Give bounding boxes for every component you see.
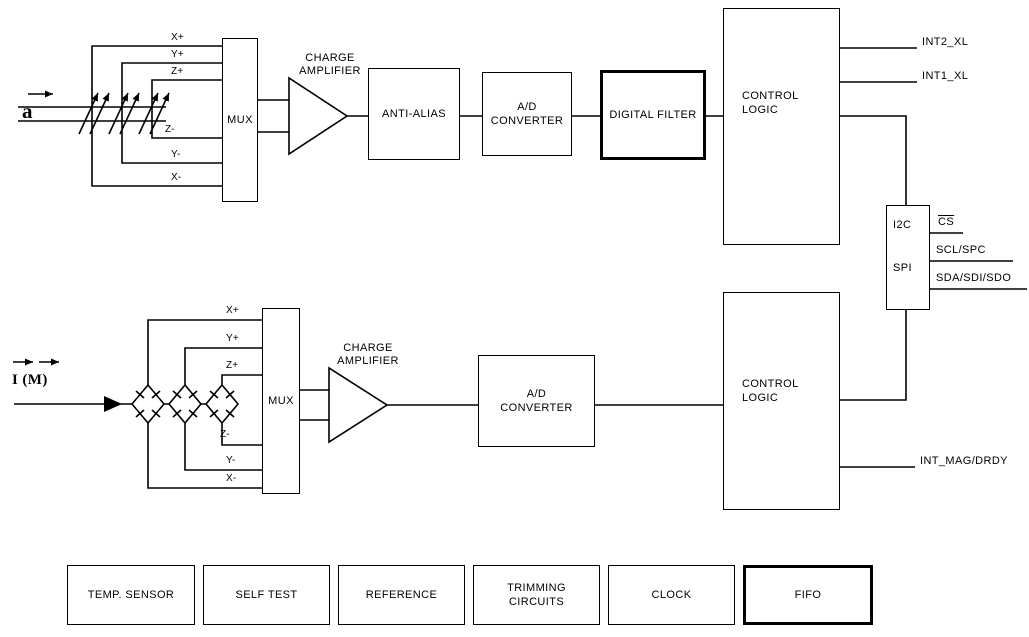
pin-label-int2-xl: INT2_XL	[922, 36, 969, 48]
temp-sensor-block: TEMP. SENSOR	[67, 565, 195, 625]
accel-input-label: a	[22, 99, 33, 123]
accel-axis-y-plus: Y+	[171, 49, 184, 60]
mag-axis-y-plus: Y+	[226, 333, 239, 344]
mag-axis-z-plus: Z+	[226, 360, 239, 371]
accel-axis-z-minus: Z-	[165, 124, 175, 135]
mag-bridge-z-icon	[204, 383, 240, 425]
accel-axis-z-plus: Z+	[171, 66, 184, 77]
accel-control-logic-block: CONTROL LOGIC	[723, 8, 840, 245]
spi-label: SPI	[893, 262, 912, 274]
accel-axis-x-minus: X-	[171, 172, 182, 183]
accel-z-loop	[151, 79, 222, 139]
mag-bridge-x-icon	[130, 383, 166, 425]
pin-label-scl-spc: SCL/SPC	[936, 244, 986, 256]
mag-axis-z-minus: Z-	[220, 429, 230, 440]
reference-block: REFERENCE	[338, 565, 465, 625]
i2c-label: I2C	[893, 219, 912, 231]
mag-mux-to-amp-wires	[300, 389, 329, 421]
trimming-circuits-block: TRIMMING CIRCUITS	[473, 565, 600, 625]
pin-label-int1-xl: INT1_XL	[922, 70, 969, 82]
mag-adc-block: A/D CONVERTER	[478, 355, 595, 447]
digital-filter-block: DIGITAL FILTER	[600, 70, 706, 160]
mag-input-arrowhead-icon	[104, 396, 122, 412]
i2c-spi-block	[886, 205, 930, 310]
accel-mux-to-amp-wires	[258, 99, 289, 133]
fifo-block: FIFO	[743, 565, 873, 625]
pin-label-cs: CS	[938, 216, 955, 228]
mag-bridge-y-icon	[167, 383, 203, 425]
mag-axis-x-plus: X+	[226, 305, 239, 316]
accel-adc-block: A/D CONVERTER	[482, 72, 572, 156]
self-test-block: SELF TEST	[203, 565, 330, 625]
accel-charge-amp-triangle	[288, 76, 349, 156]
mag-axis-x-minus: X-	[226, 473, 237, 484]
pin-label-int-mag-drdy: INT_MAG/DRDY	[920, 455, 1008, 467]
mag-control-logic-block: CONTROL LOGIC	[723, 292, 840, 510]
mag-axis-y-minus: Y-	[226, 455, 236, 466]
anti-alias-block: ANTI-ALIAS	[368, 68, 460, 160]
accel-charge-amp-label: CHARGE AMPLIFIER	[299, 52, 361, 78]
clock-block: CLOCK	[608, 565, 735, 625]
accel-axis-x-plus: X+	[171, 32, 184, 43]
mag-charge-amp-triangle	[328, 366, 389, 444]
accel-x-loop	[91, 45, 222, 187]
accel-y-loop	[121, 62, 222, 164]
accel-sensor-arrows-icon	[78, 92, 170, 135]
mag-input-label: I (M)	[12, 372, 48, 388]
mag-mux-block: MUX	[262, 308, 300, 494]
accel-mux-block: MUX	[222, 38, 258, 202]
pin-label-sda-sdi-sdo: SDA/SDI/SDO	[936, 272, 1012, 284]
mag-charge-amp-label: CHARGE AMPLIFIER	[337, 342, 399, 368]
accel-axis-y-minus: Y-	[171, 149, 181, 160]
